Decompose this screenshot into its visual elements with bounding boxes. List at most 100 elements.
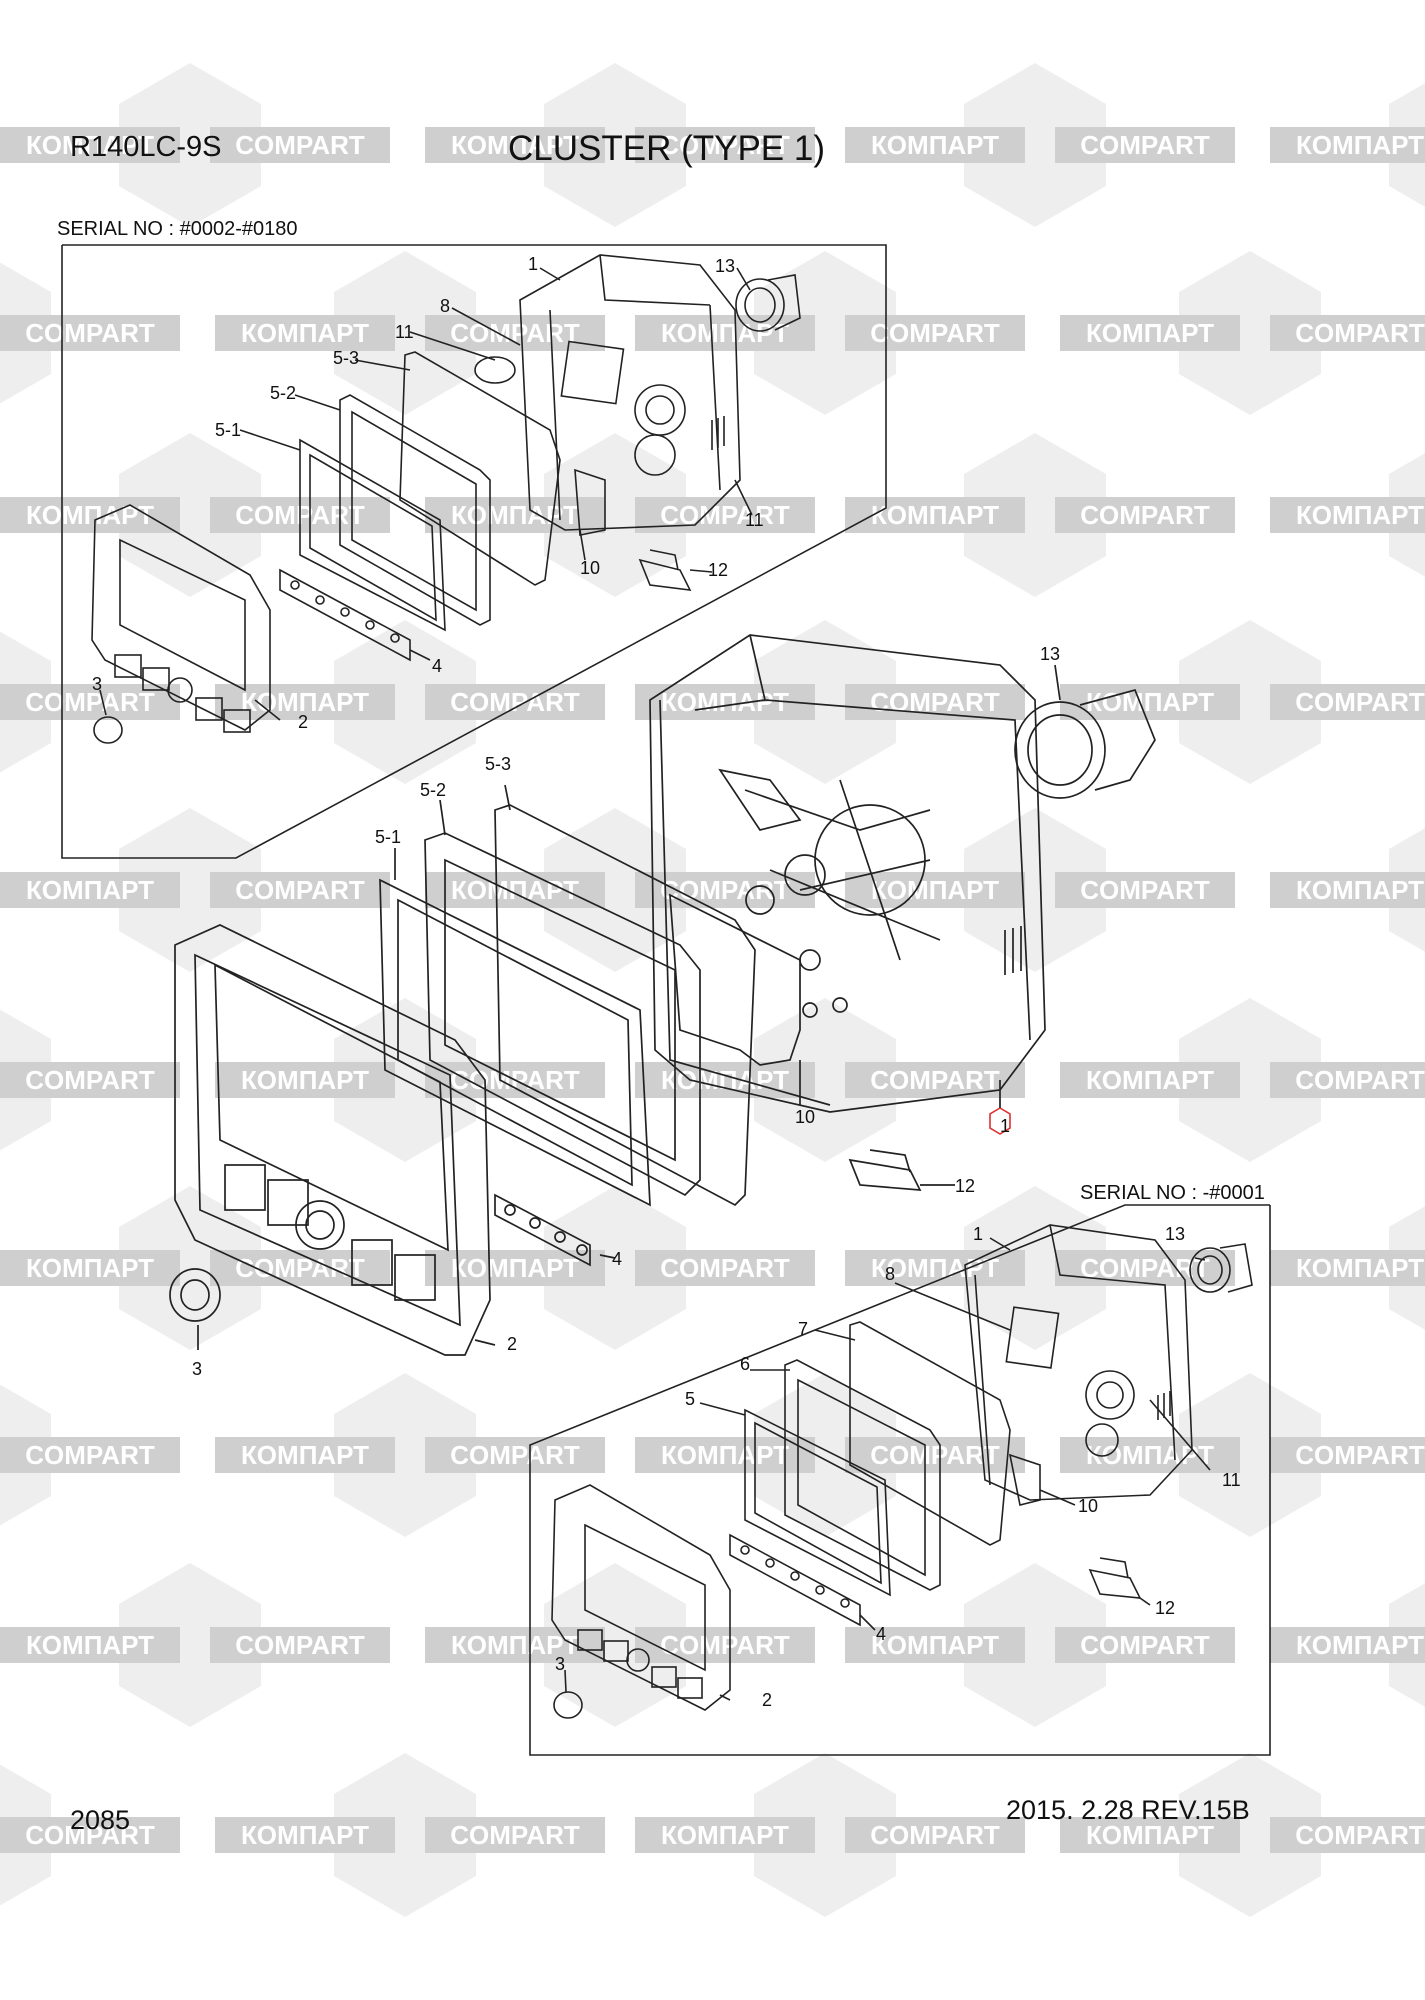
top-knob-13 [735, 274, 801, 332]
watermark-band [425, 1250, 605, 1286]
top-callout-5-2: 5-2 [270, 383, 296, 403]
bottom-callout-7: 7 [798, 1319, 808, 1339]
bottom-knob-3 [553, 1691, 583, 1719]
watermark-hexagon [334, 251, 476, 415]
bottom-callout-10: 10 [1078, 1496, 1098, 1516]
watermark-hexagon [544, 63, 686, 227]
bottom-callout-6: 6 [740, 1354, 750, 1374]
watermark-text: КОМПАРТ [451, 1630, 579, 1660]
watermark-band [0, 1817, 180, 1853]
watermark-band [1270, 497, 1425, 533]
watermark-text: КОМПАРТ [1296, 130, 1424, 160]
watermark-text: COMPART [870, 687, 1000, 717]
bottom-front-bezel [551, 1484, 731, 1711]
top-callout-11: 11 [395, 322, 414, 342]
watermark-text: COMPART [450, 687, 580, 717]
watermark-text: COMPART [870, 1820, 1000, 1850]
watermark-hexagon [964, 433, 1106, 597]
middle-bracket-10 [669, 893, 801, 1066]
watermark-hexagon [1179, 620, 1321, 784]
bottom-callout-8: 8 [885, 1264, 895, 1284]
top-callout-11: 11 [745, 510, 764, 530]
top-front-bezel [91, 504, 271, 731]
top-bracket-10 [574, 468, 606, 536]
watermark-text: КОМПАРТ [1086, 1065, 1214, 1095]
middle-callout-5-2: 5-2 [420, 780, 446, 800]
watermark-band [0, 1062, 180, 1098]
watermark-text: COMPART [660, 130, 790, 160]
watermark-text: КОМПАРТ [661, 1820, 789, 1850]
watermark-band [0, 1437, 180, 1473]
watermark-band [1055, 1250, 1235, 1286]
watermark-hexagon [119, 63, 261, 227]
watermark-band [1055, 497, 1235, 533]
page-title: CLUSTER (TYPE 1) [508, 129, 825, 168]
watermark-text: COMPART [450, 1440, 580, 1470]
watermark-band [210, 127, 390, 163]
middle-callout-5-3: 5-3 [485, 754, 511, 774]
model-number: R140LC-9S [70, 131, 222, 163]
watermark-band [215, 1062, 395, 1098]
watermark-text: КОМПАРТ [1296, 1253, 1424, 1283]
top-callout-13: 13 [715, 256, 735, 276]
top-callout-4: 4 [432, 656, 442, 676]
watermark-text: КОМПАРТ [871, 875, 999, 905]
watermark-text: COMPART [870, 1440, 1000, 1470]
watermark-text: КОМПАРТ [451, 875, 579, 905]
bottom-assembly [529, 1204, 1271, 1756]
top-callout-1: 1 [528, 254, 538, 274]
watermark-hexagon [754, 1753, 896, 1917]
watermark-band [1270, 872, 1425, 908]
watermark-band [425, 497, 605, 533]
bottom-callout-3: 3 [555, 1654, 565, 1674]
watermark-text: COMPART [1295, 1065, 1425, 1095]
serial-range-bottom: SERIAL NO : -#0001 [1080, 1182, 1265, 1204]
watermark-hexagon [1179, 1753, 1321, 1917]
watermark-text: COMPART [660, 1253, 790, 1283]
watermark-text: КОМПАРТ [661, 1065, 789, 1095]
watermark-hexagon [119, 1186, 261, 1350]
bottom-callout-13: 13 [1165, 1224, 1185, 1244]
watermark-band [425, 872, 605, 908]
watermark-text: COMPART [1080, 130, 1210, 160]
watermark-band [1060, 315, 1240, 351]
middle-front-bezel [174, 924, 491, 1356]
middle-assembly [169, 634, 1156, 1356]
page-number: 2085 [70, 1805, 131, 1835]
watermark-band [1055, 872, 1235, 908]
middle-callout-3: 3 [192, 1359, 202, 1379]
watermark-band [845, 127, 1025, 163]
watermark-text: КОМПАРТ [241, 1440, 369, 1470]
middle-callout-10: 10 [795, 1107, 815, 1127]
middle-callout-13: 13 [1040, 644, 1060, 664]
watermark-band [1055, 127, 1235, 163]
watermark-band [0, 1627, 180, 1663]
watermark-band [845, 1817, 1025, 1853]
watermark-hexagon [964, 1563, 1106, 1727]
watermark-hexagon [334, 1753, 476, 1917]
watermark-text: COMPART [25, 1440, 155, 1470]
watermark-text: COMPART [870, 1065, 1000, 1095]
watermark-band [845, 1250, 1025, 1286]
middle-callout-12: 12 [955, 1176, 975, 1196]
middle-pcb-strip [494, 1193, 591, 1267]
watermark-hexagon [544, 1186, 686, 1350]
watermark-band [0, 127, 180, 163]
watermark-hexagon [1179, 251, 1321, 415]
watermark-text: КОМПАРТ [241, 1820, 369, 1850]
bottom-assembly-frame [529, 1204, 1271, 1756]
watermark-text: КОМПАРТ [26, 500, 154, 530]
watermark-band [845, 497, 1025, 533]
watermark-hexagon [754, 620, 896, 784]
middle-callout-1: 1 [1000, 1116, 1010, 1136]
watermark-band [215, 315, 395, 351]
bottom-callout-11: 11 [1222, 1470, 1241, 1490]
bottom-pcb-strip [729, 1533, 861, 1627]
bottom-callout-12: 12 [1155, 1598, 1175, 1618]
watermark-band [1270, 1627, 1425, 1663]
watermark-band [845, 1062, 1025, 1098]
watermark-text: COMPART [450, 1820, 580, 1850]
top-callout-12: 12 [708, 560, 728, 580]
watermark-text: КОМПАРТ [1296, 500, 1424, 530]
